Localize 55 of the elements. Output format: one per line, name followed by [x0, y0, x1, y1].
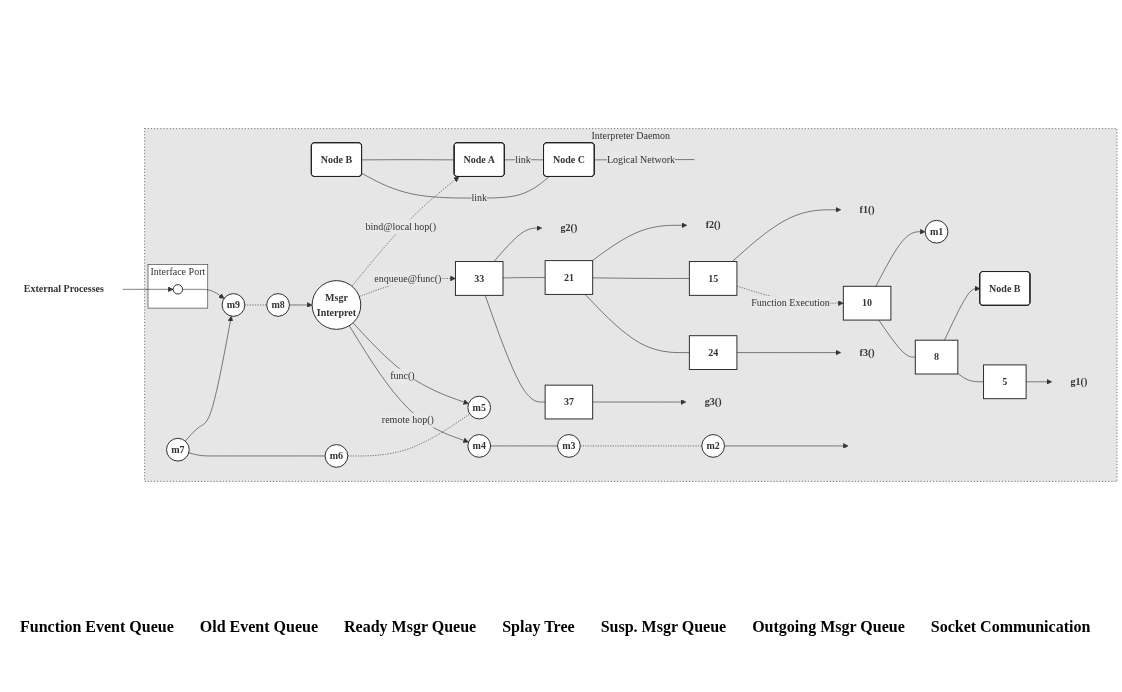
diagram-label: Outgoing Msgr Queue: [752, 618, 905, 636]
connector: [484, 295, 546, 403]
node-text: g3(): [704, 396, 722, 408]
connector: [502, 277, 546, 279]
connector: [361, 173, 550, 199]
node-box: 8: [914, 339, 959, 375]
node-circle: m2: [701, 434, 725, 458]
node-text: g2(): [560, 222, 578, 234]
connector: [592, 277, 690, 279]
edge-label: func(): [390, 370, 415, 381]
node-box: 24: [688, 335, 738, 370]
diagram-label: Function Event Queue: [20, 618, 174, 636]
edge-label: link: [471, 192, 487, 204]
node-box: 10: [842, 285, 892, 321]
edge-label: Function Execution: [751, 297, 830, 309]
node-circle: m6: [324, 444, 349, 468]
diagram-label: Splay Tree: [502, 618, 575, 636]
node-text: f3(): [859, 346, 875, 358]
edge-label: remote hop(): [381, 414, 434, 426]
node-box: 33: [454, 261, 504, 296]
node-circle: m8: [266, 293, 290, 317]
diagram-label: Ready Msgr Queue: [344, 618, 477, 636]
connector: [878, 319, 916, 358]
node-text: g1(): [1070, 376, 1088, 387]
edge-label: enqueue@func(): [374, 272, 442, 284]
node-circle: m4: [467, 434, 492, 458]
node-circle: [172, 284, 184, 295]
node-circle: Msgr Interpret: [311, 280, 362, 330]
node-circle: m9: [221, 293, 246, 317]
connector: [957, 373, 984, 383]
diagram-label: Old Event Queue: [199, 618, 319, 636]
node-circle: m7: [166, 437, 190, 462]
connector: [584, 294, 690, 353]
diagram-label: Susp. Msgr Queue: [600, 618, 727, 636]
connector: [490, 445, 558, 447]
node-text: f1(): [859, 204, 875, 215]
node-circle: m1: [924, 219, 949, 244]
node-text: External Processes: [23, 283, 104, 295]
edge-label: bind@local hop(): [365, 221, 437, 232]
node-text: f2(): [705, 219, 721, 231]
connector: [579, 445, 703, 447]
node-circle: m3: [557, 434, 581, 458]
connector: [361, 159, 455, 161]
node-circle: m5: [467, 395, 492, 420]
node-box: 37: [544, 384, 594, 420]
node-box: 5: [983, 364, 1027, 400]
node-box: 21: [544, 260, 594, 295]
connector: [244, 304, 268, 306]
connector: [347, 413, 471, 457]
edge-label: Logical Network: [606, 153, 676, 165]
diagram-label: Socket Communication: [930, 618, 1091, 636]
connector: [188, 452, 326, 457]
node-box: 15: [688, 261, 738, 296]
edge-label: link: [515, 153, 531, 165]
cluster: Interface Port: [147, 264, 209, 309]
